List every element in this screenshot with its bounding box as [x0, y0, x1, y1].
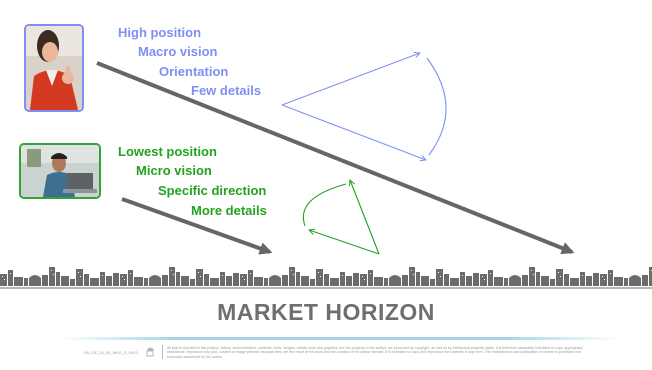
- orientation-label: Orientation: [159, 64, 229, 79]
- businesswoman-photo: [24, 24, 84, 112]
- specific-direction-label: Specific direction: [158, 183, 267, 198]
- narrow-angle-shape: [302, 180, 380, 255]
- footer-code: H0_GE_00_00_MKG_0_FA10: [84, 350, 138, 355]
- low-diagonal-arrow: [121, 197, 273, 255]
- high-diagonal-arrow: [96, 61, 575, 255]
- footer-legal-text: All that is reported in this project, vi…: [167, 346, 584, 359]
- footer-separator: [162, 345, 163, 359]
- high-position-label: High position: [118, 25, 202, 40]
- more-details-label: More details: [191, 203, 267, 218]
- wide-angle-shape: [281, 53, 447, 160]
- market-horizon-title: MARKET HORIZON: [217, 299, 435, 325]
- footer-divider: [60, 337, 620, 340]
- lowest-position-label: Lowest position: [118, 144, 217, 159]
- hand-logo-icon: [146, 347, 154, 357]
- micro-vision-label: Micro vision: [136, 163, 212, 178]
- city-skyline-band: [0, 266, 652, 288]
- macro-vision-label: Macro vision: [138, 44, 218, 59]
- laptop-man-photo: [19, 143, 101, 199]
- few-details-label: Few details: [191, 83, 262, 98]
